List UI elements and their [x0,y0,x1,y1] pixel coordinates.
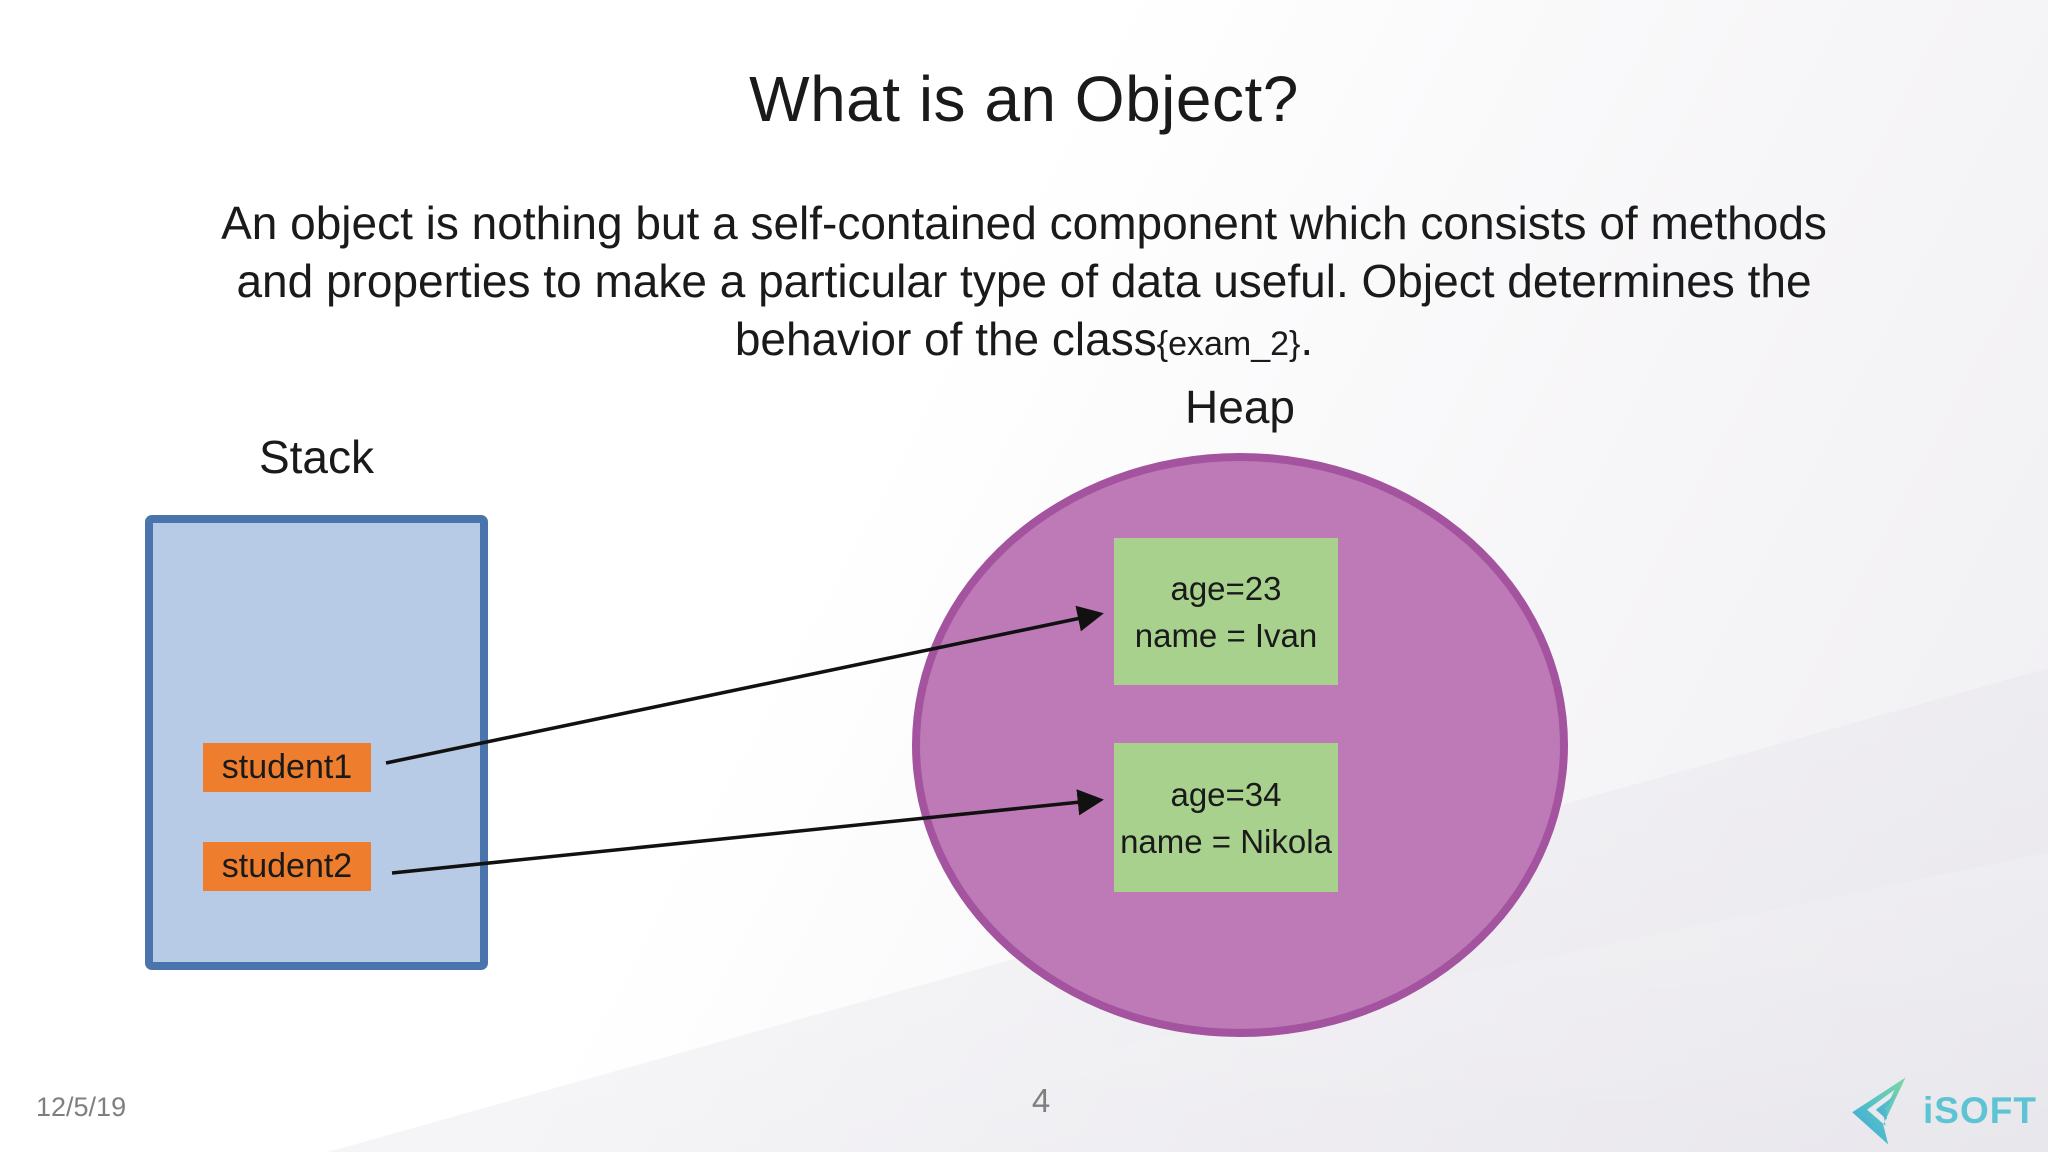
body-line-2: and properties to make a particular type… [236,255,1812,307]
heap-object-1-name: name = Ivan [1134,616,1318,654]
heap-object-2-name: name = Nikola [1120,822,1332,860]
isoft-logo-icon [1852,1077,1906,1145]
body-line-3: behavior of the class{exam_2}. [84,310,1964,373]
page-number: 4 [1031,1082,1051,1119]
stack-item-student2: student2 [203,842,371,891]
heap-object-2-age: age=34 [1170,775,1282,813]
stack-label: Stack [258,431,375,483]
body-line-3-code: {exam_2} [1156,325,1301,363]
isoft-logo-text: iSOFT [1923,1090,2037,1131]
heap-object-2: age=34 name = Nikola [1114,743,1338,892]
body-line-3-main: behavior of the class [734,313,1157,365]
stack-item-student1: student1 [203,743,371,792]
body-line-1: An object is nothing but a self-containe… [221,197,1827,249]
heap-label: Heap [1185,381,1295,433]
body-line-3-period: . [1300,313,1314,365]
isoft-logo: iSOFT [1851,1076,2037,1146]
page-title: What is an Object? [749,63,1299,135]
body-paragraph: An object is nothing but a self-containe… [84,194,1964,373]
heap-object-1-age: age=23 [1170,569,1282,607]
heap-object-1: age=23 name = Ivan [1114,538,1338,685]
footer-date: 12/5/19 [36,1092,127,1122]
